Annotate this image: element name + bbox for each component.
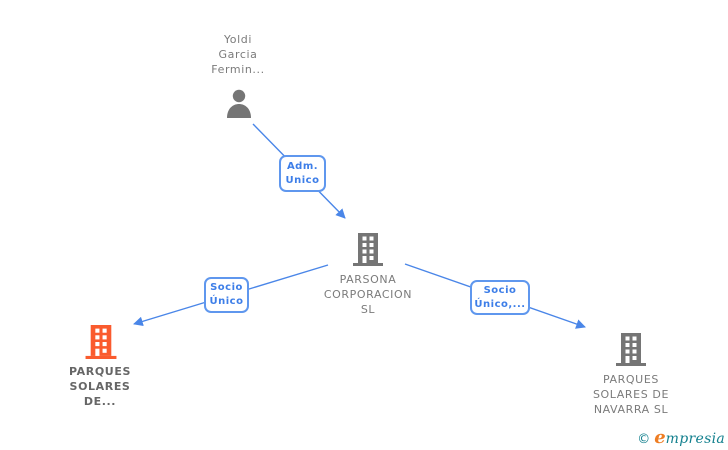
company-name-parsona[interactable]: PARSONA CORPORACION SL bbox=[323, 273, 413, 316]
building-icon-parques-solares[interactable] bbox=[85, 325, 117, 359]
empresia-wordmark: empresia bbox=[654, 427, 725, 448]
edge-label-socio-unico-left: Socio Único bbox=[204, 277, 249, 313]
company-name-parques-solares[interactable]: PARQUES SOLARES DE... bbox=[69, 365, 131, 408]
person-name[interactable]: Yoldi Garcia Fermin... bbox=[211, 33, 265, 76]
edge-label-socio-unico-right: Socio Único,... bbox=[470, 280, 530, 315]
company-name-navarra[interactable]: PARQUES SOLARES DE NAVARRA SL bbox=[592, 373, 670, 416]
building-icon-navarra[interactable] bbox=[616, 333, 646, 366]
person-icon[interactable] bbox=[225, 89, 253, 118]
empresia-logo[interactable]: © empresia bbox=[637, 427, 725, 448]
empresia-rest: mpresia bbox=[665, 431, 725, 447]
copyright-icon: © bbox=[637, 432, 651, 447]
empresia-initial: e bbox=[654, 427, 666, 448]
edge-label-adm-unico: Adm. Unico bbox=[279, 155, 326, 192]
building-icon-parsona[interactable] bbox=[353, 233, 383, 266]
